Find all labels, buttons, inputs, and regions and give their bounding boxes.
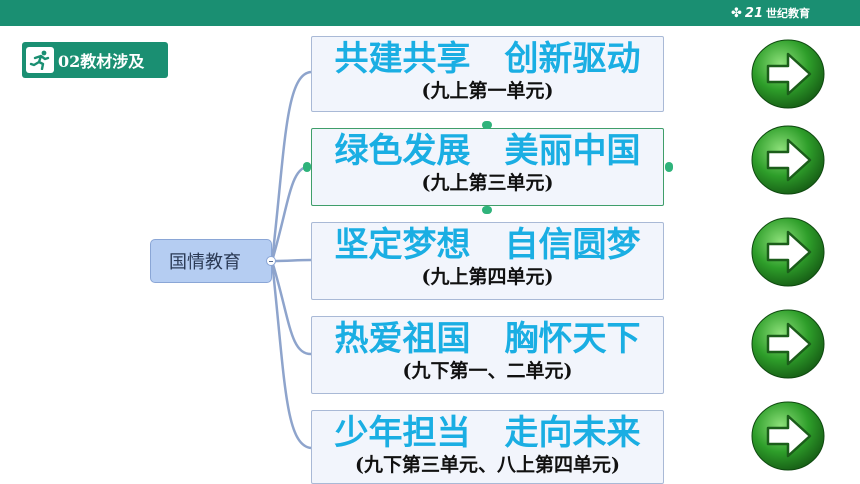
topic-node-2[interactable]: 绿色发展 美丽中国 (九上第三单元) bbox=[311, 128, 664, 206]
collapse-toggle-icon[interactable] bbox=[266, 256, 276, 266]
topic-title: 共建共享 创新驱动 bbox=[334, 39, 641, 79]
brand-name: 世纪教育 bbox=[766, 7, 810, 20]
topic-node-4[interactable]: 热爱祖国 胸怀天下 (九下第一、二单元) bbox=[311, 316, 664, 394]
running-person-icon bbox=[26, 47, 54, 73]
root-label: 国情教育 bbox=[169, 252, 241, 273]
topic-node-1[interactable]: 共建共享 创新驱动 (九上第一单元) bbox=[311, 36, 664, 112]
right-arrow-circle-icon[interactable] bbox=[750, 124, 826, 196]
connector-3 bbox=[271, 258, 312, 263]
topic-node-3[interactable]: 坚定梦想 自信圆梦 (九上第四单元) bbox=[311, 222, 664, 300]
topic-title: 坚定梦想 自信圆梦 bbox=[334, 225, 641, 265]
right-arrow-circle-icon[interactable] bbox=[750, 38, 826, 110]
topic-subtitle: (九上第三单元) bbox=[421, 172, 554, 194]
topic-node-5[interactable]: 少年担当 走向未来 (九下第三单元、八上第四单元) bbox=[311, 410, 664, 484]
section-label: 02教材涉及 bbox=[58, 52, 145, 71]
brand-logo: ✤ 21 世纪教育 bbox=[731, 4, 810, 22]
runner-icon: ✤ bbox=[731, 5, 742, 21]
brand-number: 21 bbox=[744, 5, 763, 21]
top-bar: ✤ 21 世纪教育 bbox=[0, 0, 860, 26]
resize-handle-left[interactable] bbox=[303, 162, 311, 172]
topic-subtitle: (九下第一、二单元) bbox=[402, 360, 573, 382]
topic-subtitle: (九上第四单元) bbox=[421, 266, 554, 288]
resize-handle-bottom[interactable] bbox=[482, 206, 492, 214]
resize-handle-top[interactable] bbox=[482, 121, 492, 129]
topic-title: 绿色发展 美丽中国 bbox=[334, 131, 641, 171]
topic-subtitle: (九下第三单元、八上第四单元) bbox=[355, 454, 620, 476]
section-tag: 02教材涉及 bbox=[22, 42, 168, 78]
right-arrow-circle-icon[interactable] bbox=[750, 216, 826, 288]
root-node[interactable]: 国情教育 bbox=[150, 239, 276, 283]
connector-4 bbox=[270, 260, 312, 356]
resize-handle-right[interactable] bbox=[665, 162, 673, 172]
right-arrow-circle-icon[interactable] bbox=[750, 400, 826, 472]
connector-5 bbox=[270, 260, 312, 450]
topic-title: 少年担当 走向未来 bbox=[334, 413, 641, 453]
topic-title: 热爱祖国 胸怀天下 bbox=[334, 319, 641, 359]
right-arrow-circle-icon[interactable] bbox=[750, 308, 826, 380]
connector-1 bbox=[270, 70, 312, 262]
topic-subtitle: (九上第一单元) bbox=[421, 80, 554, 102]
